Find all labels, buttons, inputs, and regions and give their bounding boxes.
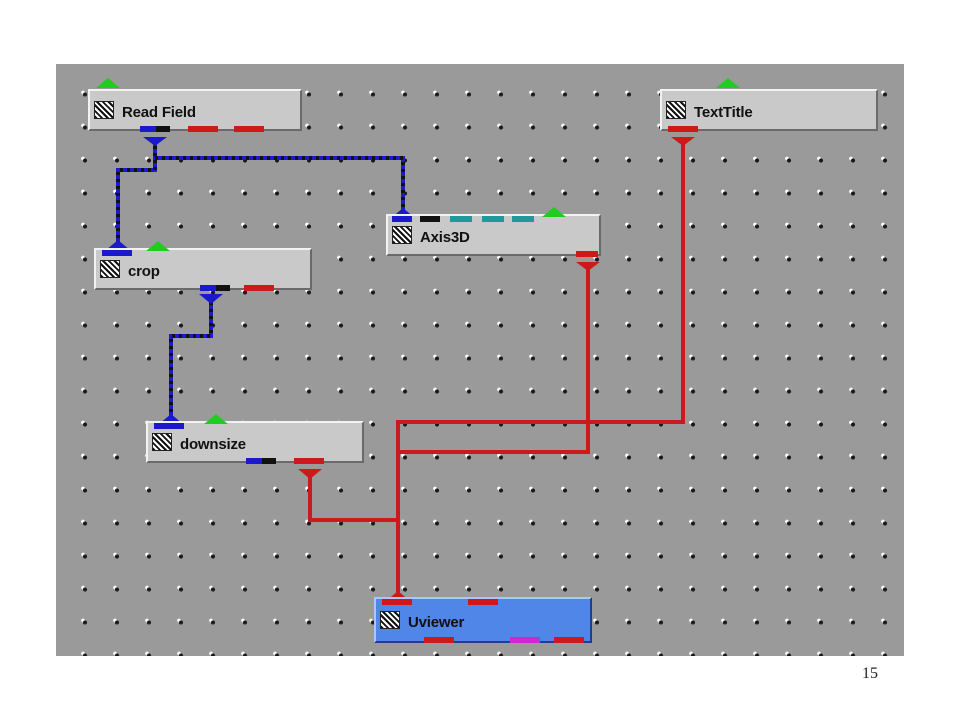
input-port-field[interactable] [102,250,132,256]
output-port-magenta[interactable] [510,637,540,643]
output-port-black[interactable] [156,126,170,132]
output-port-red[interactable] [188,126,218,132]
wire-readfield-crop [116,139,157,244]
module-icon [152,433,172,451]
wire-readfield-crop-dash [116,139,157,244]
parameter-port-icon[interactable] [542,207,566,217]
wire-texttitle-uviewer [396,144,685,594]
module-icon [380,611,400,629]
input-port-cyan-3[interactable] [512,216,534,222]
input-port-red[interactable] [468,599,498,605]
output-port-black[interactable] [216,285,230,291]
module-read-field[interactable]: Read Field [88,78,302,132]
wire-readfield-axis3d [155,156,405,212]
parameter-port-icon[interactable] [96,78,120,88]
wire-readfield-axis3d-dash [155,156,405,212]
input-port-field[interactable] [154,423,184,429]
module-label: crop [128,263,160,280]
output-port-red[interactable] [244,285,274,291]
output-port-field[interactable] [246,458,262,464]
module-label: Axis3D [420,229,470,246]
module-texttitle[interactable]: TextTitle [660,78,878,132]
page-number: 15 [862,665,878,682]
connection-wires [106,137,695,601]
output-port-geometry[interactable] [668,126,698,132]
output-port-red-2[interactable] [234,126,264,132]
output-port-red-2[interactable] [554,637,584,643]
module-uviewer[interactable]: Uviewer [374,597,592,643]
module-crop[interactable]: crop [94,241,312,291]
module-icon [666,101,686,119]
module-label: Uviewer [408,614,465,631]
module-axis3d[interactable]: Axis3D [386,207,601,257]
wire-axis3d-uviewer [398,268,590,454]
module-downsize[interactable]: downsize [146,414,364,464]
input-port-black[interactable] [420,216,440,222]
input-port-field[interactable] [392,216,412,222]
output-port-field[interactable] [140,126,156,132]
output-port-field[interactable] [200,285,216,291]
parameter-port-icon[interactable] [716,78,740,88]
connector-funnels [106,137,695,601]
module-icon [392,226,412,244]
output-port-geometry[interactable] [576,251,598,257]
module-icon [100,260,120,278]
parameter-port-icon[interactable] [204,414,228,424]
module-label: Read Field [122,104,196,121]
input-port-cyan-2[interactable] [482,216,504,222]
wire-downsize-uviewer [308,476,398,522]
module-label: downsize [180,436,246,453]
output-port-red[interactable] [424,637,454,643]
module-label: TextTitle [694,104,753,121]
input-port-cyan-1[interactable] [450,216,472,222]
output-port-black[interactable] [262,458,276,464]
parameter-port-icon[interactable] [146,241,170,251]
wire-crop-downsize [169,302,213,418]
wire-crop-downsize-dash [169,302,213,418]
output-port-geometry[interactable] [294,458,324,464]
input-port-geometry[interactable] [382,599,412,605]
network-editor-canvas[interactable]: Read Field TextTitle Axis3D crop [56,64,904,656]
module-icon [94,101,114,119]
